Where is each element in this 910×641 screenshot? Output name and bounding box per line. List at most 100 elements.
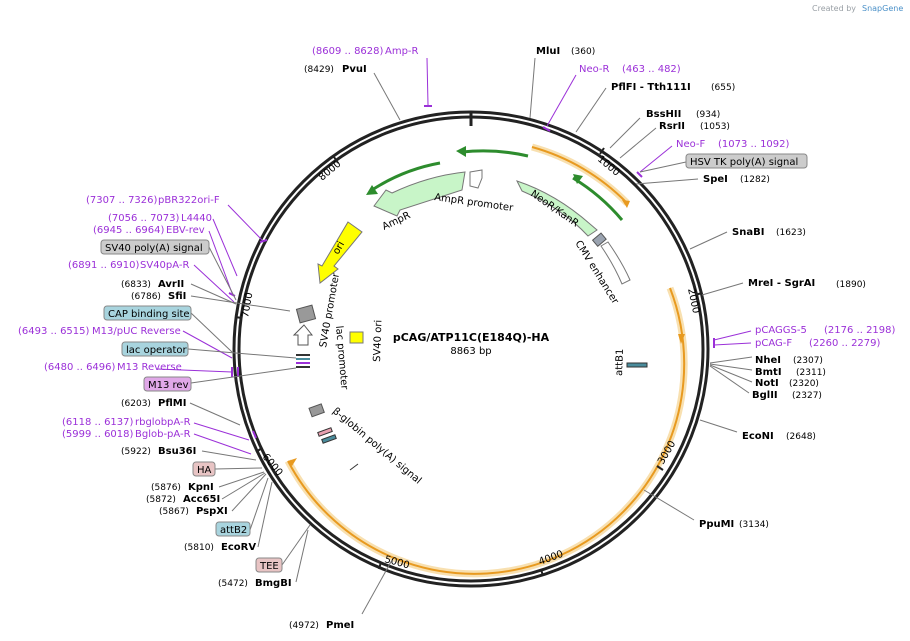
backbone-outer [232,110,710,588]
site-ppumi: PpuMI [699,519,734,530]
feature-box-attb2-label: attB2 [220,525,247,536]
feature-box-sv40-polya [100,239,210,255]
primer-m13puc-range: (6493 .. 6515) [18,326,90,337]
cmv-feature [600,241,631,285]
feature-box-m13-rev-label: M13 rev [148,380,189,391]
site-bmgbi: BmgBI [255,578,292,589]
feature-box-m13-rev [143,376,192,392]
primer-m13puc: M13/pUC Reverse [92,326,181,337]
primer-l4440: L4440 [181,213,212,224]
primer-bglob-range: (5999 .. 6018) [62,429,134,440]
site-bmti-pos: (2311) [796,368,826,378]
site-sfii: SfiI [168,291,186,302]
feature-label-cmv: CMV enhancer [572,239,620,307]
site-pspxi: PspXI [196,506,228,517]
feature-label-globin: β-globin poly(A) signal [330,406,423,487]
site-mrei-pos: (1890) [836,280,866,290]
site-pvui: PvuI [342,64,367,75]
primer-sv40pa-r: SV40pA-R [140,260,189,271]
site-acc65i-pos: (5872) [146,495,176,505]
primer-rbglob: rbglobpA-R [135,417,191,428]
primer-bglob: Bglob-pA-R [135,429,191,440]
orf-arrowhead-right [678,334,685,344]
feature-box-cap [103,305,192,321]
sv40-promoter-box [295,304,317,324]
feature-box-hsv-tk [685,153,808,169]
site-pflmi-pos: (6203) [121,399,151,409]
site-sfii-pos: (6786) [131,292,161,302]
feature-box-ha-label: HA [197,465,212,476]
feature-box-hsv-tk-label: HSV TK poly(A) signal [690,157,798,168]
site-bsshii: BssHII [646,109,681,120]
feature-label-attb1: attB1 [614,349,626,377]
primer-amp-r-range: (8609 .. 8628) [312,46,384,57]
plasmid-length: 8863 bp [450,346,491,357]
site-bsu36i-pos: (5922) [121,447,151,457]
primer-neo-f: Neo-F [676,139,706,150]
site-kpni-pos: (5876) [151,483,181,493]
site-spei: SpeI [703,174,728,185]
neor-feature [516,180,598,237]
site-rsrii: RsrII [659,121,685,132]
site-nhei-pos: (2307) [793,356,823,366]
primer-l4440-range: (7056 .. 7073) [108,213,180,224]
globin-box [308,403,325,418]
site-spei-pos: (1282) [740,175,770,185]
primer-ebv-range: (6945 .. 6964) [93,225,165,236]
site-bglii: BglII [752,390,778,401]
feature-label-ampr-promoter: AmpR promoter [434,192,515,214]
site-mlui-pos: (360) [571,47,595,57]
site-ppumi-pos: (3134) [739,520,769,530]
site-pflfi-pos: (655) [711,83,735,93]
site-avrii: AvrII [158,279,184,290]
feature-label-lac-promoter: lac promoter [333,325,350,391]
primer-neo-r-range: (463 .. 482) [622,64,681,75]
site-mlui: MluI [536,46,560,57]
site-pvui-pos: (8429) [304,65,334,75]
site-ecorv: EcoRV [221,542,256,553]
primer-pcaggs-5: pCAGGS-5 [755,325,807,336]
green-arrow-left [371,161,441,192]
site-noti: NotI [755,378,779,389]
ampr-feature [373,171,466,217]
ampr-promoter-feature [469,169,483,189]
primer-pcaggs-5-range: (2176 .. 2198) [824,325,896,336]
feature-label-neor: NeoR/KanR [528,188,580,229]
tick-4000: 4000 [537,549,565,568]
site-mrei: MreI - SgrAI [748,278,815,289]
primer-pbr322: pBR322ori-F [158,195,220,206]
primer-m13rev-range: (6480 .. 6496) [44,362,116,373]
site-bsshii-pos: (934) [696,110,720,120]
primer-pcag-f: pCAG-F [755,338,792,349]
lac-promoter-arrow [292,324,314,346]
site-nhei: NheI [755,355,781,366]
primer-rbglob-range: (6118 .. 6137) [62,417,134,428]
feature-box-lac-operator [121,341,189,357]
attb1-marker [626,362,648,368]
feature-label-sv40-ori: SV40 ori [372,320,384,362]
site-bglii-pos: (2327) [792,391,822,401]
feature-box-tee-label: TEE [259,561,279,572]
site-kpni: KpnI [188,482,214,493]
site-acc65i: Acc65I [183,494,220,505]
orf-arrowhead-left [288,458,297,466]
primer-sv40pa-r-range: (6891 .. 6910) [68,260,140,271]
primer-neo-r: Neo-R [579,64,610,75]
site-pflfi: PflFI - Tth111I [611,82,691,93]
site-pspxi-pos: (5867) [159,507,189,517]
primer-m13rev: M13 Reverse [117,362,182,373]
feature-box-attb2 [215,521,251,537]
site-bsu36i: Bsu36I [158,446,196,457]
green-arrow-top [461,149,529,158]
plasmid-name: pCAG/ATP11C(E184Q)-HA [393,331,550,344]
primer-pbr322-range: (7307 .. 7326) [86,195,158,206]
site-pmei: PmeI [326,620,354,631]
ori-feature [317,221,363,284]
feature-box-ha [192,461,216,477]
feature-box-cap-label: CAP binding site [108,309,190,320]
site-bmti: BmtI [755,367,782,378]
primer-amp-r: Amp-R [385,46,419,57]
site-avrii-pos: (6833) [121,280,151,290]
site-pmei-pos: (4972) [289,621,319,631]
